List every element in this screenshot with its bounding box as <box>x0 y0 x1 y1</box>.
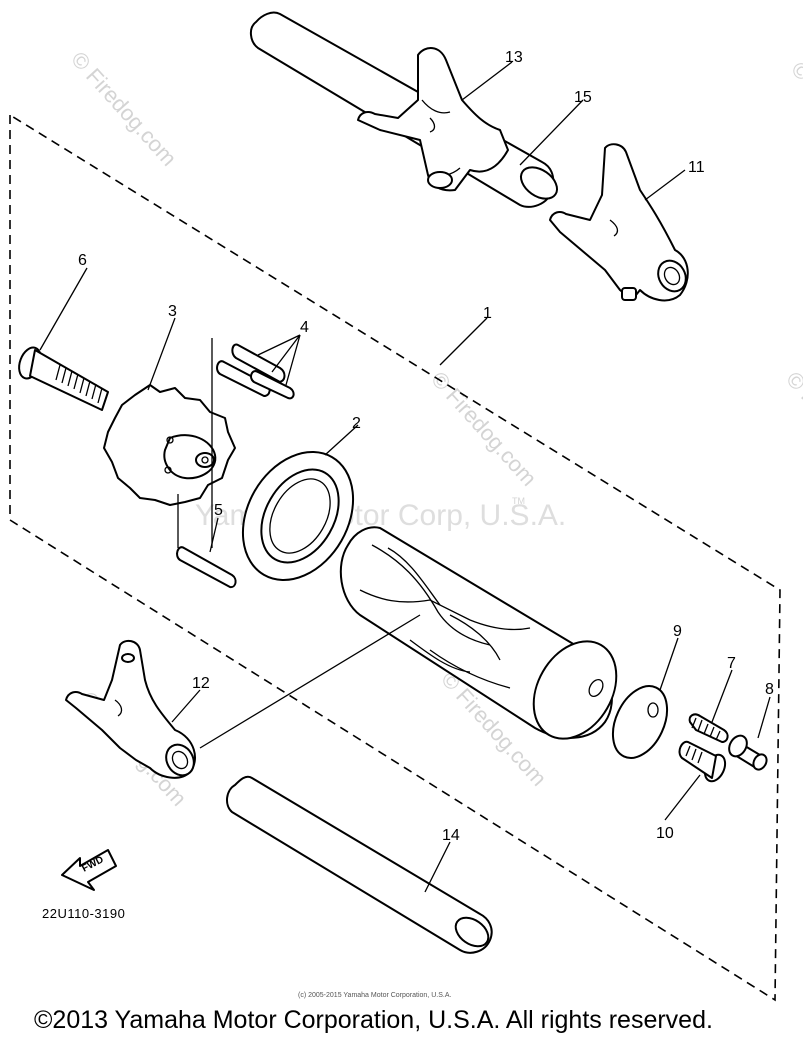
watermark-firedog-1: © Firedog.com <box>66 47 181 171</box>
callout-7: 7 <box>727 655 736 672</box>
callout-15: 15 <box>574 89 592 106</box>
diagram-code: 22U110-3190 <box>42 906 125 921</box>
callout-13: 13 <box>505 49 523 66</box>
callout-10: 10 <box>656 825 674 842</box>
callout-8: 8 <box>765 681 774 698</box>
callout-12: 12 <box>192 675 210 692</box>
part-4-pins <box>211 338 295 548</box>
callout-labels: 13 15 11 6 3 4 1 2 5 9 7 8 12 10 14 <box>78 49 774 844</box>
part-11-shift-fork <box>549 143 689 302</box>
shift-drum <box>339 526 618 740</box>
copyright-notice: ©2013 Yamaha Motor Corporation, U.S.A. A… <box>34 1006 713 1034</box>
part-14-shaft <box>226 775 493 954</box>
part-7-spring <box>688 713 729 743</box>
callout-5: 5 <box>214 502 223 519</box>
callout-6: 6 <box>78 252 87 269</box>
part-6-bolt <box>18 346 109 411</box>
callout-1: 1 <box>483 305 492 322</box>
watermark-firedog-5: © Firedog.com <box>786 57 803 181</box>
part-9-plate <box>611 685 669 759</box>
watermark-firedog-2: © Firedog.com <box>426 367 541 491</box>
part-2-bearing <box>241 451 355 581</box>
part-8-stopper-pin <box>728 734 768 771</box>
callout-3: 3 <box>168 303 177 320</box>
callout-9: 9 <box>673 623 682 640</box>
callout-2: 2 <box>352 415 361 432</box>
part-3-segment <box>103 384 236 506</box>
watermark-tm: TM <box>512 496 525 506</box>
assembly-outline <box>9 113 781 1002</box>
callout-4: 4 <box>300 319 309 336</box>
callout-14: 14 <box>442 827 460 844</box>
part-5-pin <box>176 494 237 589</box>
leader-lines <box>39 61 771 893</box>
part-13-shift-fork <box>357 47 509 192</box>
part-10-screw <box>678 740 727 783</box>
callout-11: 11 <box>688 159 705 176</box>
part-12-shift-fork <box>65 614 421 779</box>
watermark-firedog-6: © Firedog.com <box>781 367 803 491</box>
small-credit: (c) 2005-2015 Yamaha Motor Corporation, … <box>298 992 451 999</box>
forward-arrow: FWD <box>61 849 117 891</box>
